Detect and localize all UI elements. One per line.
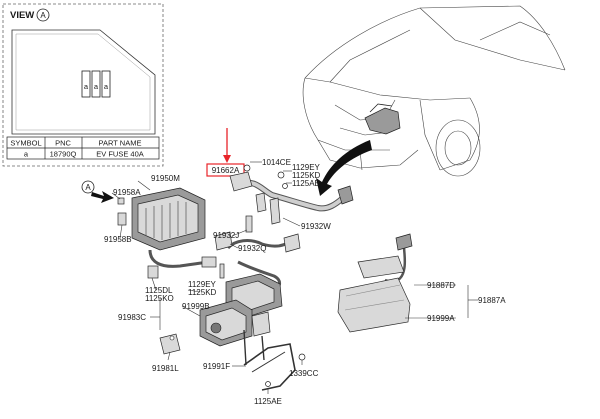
part-label: 91981L (152, 364, 179, 373)
table-cell-part-name: EV FUSE 40A (96, 150, 144, 159)
table-cell-pnc: 18790Q (50, 150, 77, 159)
part-label: 91999B (182, 302, 210, 311)
module-91950m (117, 187, 206, 251)
part-label: 91887D (427, 281, 455, 290)
part-label: 1125DL (145, 286, 173, 295)
part-label: 1125KD (292, 171, 321, 180)
fuse-box-outline (11, 29, 156, 135)
part-label: 91991F (203, 362, 230, 371)
view-letter: A (40, 11, 46, 20)
car-illustration (302, 5, 566, 177)
parts-table: SYMBOL PNC PART NAME a 18790Q EV FUSE 40… (6, 136, 160, 160)
table-header-part-name: PART NAME (99, 139, 142, 148)
part-label: 91983C (118, 313, 146, 322)
location-arrow-icon (316, 140, 372, 196)
callout-letter: A (85, 183, 91, 192)
fuse-mark-1: a (84, 82, 89, 91)
part-label: 91887A (478, 296, 506, 305)
upper-harness (229, 164, 354, 225)
callout-arrow-icon (91, 191, 114, 203)
fuse-mark-2: a (94, 82, 99, 91)
engine-bay-assembly (364, 107, 401, 135)
table-cell-symbol: a (24, 150, 29, 159)
part-label: 1339CC (289, 369, 319, 378)
part-label: 91932W (301, 222, 331, 231)
callout-a: A (81, 180, 114, 203)
part-label: 91932Q (238, 244, 266, 253)
part-label: 1125KD (188, 288, 217, 297)
ev-fuses: a a a (81, 70, 111, 98)
table-header-pnc: PNC (55, 139, 71, 148)
part-label: 91958B (104, 235, 132, 244)
part-label: 1014CE (262, 158, 291, 167)
junction-assembly (159, 215, 306, 391)
view-panel: VIEW A a a a SYMBOL PNC PART NAME a 1879… (2, 3, 164, 167)
table-header-symbol: SYMBOL (10, 139, 41, 148)
red-arrow-icon (223, 155, 231, 163)
fuse-mark-3: a (104, 82, 109, 91)
part-label: 1125AE (254, 397, 282, 406)
view-letter-circle (36, 8, 50, 22)
part-label: 1129EY (292, 163, 321, 172)
part-label: 1125AE (292, 179, 320, 188)
highlight-marker: 91662A (206, 128, 245, 177)
highlighted-part-label: 91662A (212, 166, 240, 175)
charger-cable (337, 233, 413, 333)
part-label: 1125KO (145, 294, 174, 303)
fuse-box-inner (15, 33, 151, 131)
leader-lines (111, 161, 478, 394)
part-label: 91958A (113, 188, 141, 197)
part-labels: 1014CE 1129EY 1125KD 1125AE 91950M 91958… (104, 158, 506, 406)
view-title: VIEW (10, 10, 34, 21)
part-label: 91950M (151, 174, 180, 183)
part-label: 1129EY (188, 280, 217, 289)
part-label: 91999A (427, 314, 455, 323)
part-label: 91932J (213, 231, 239, 240)
